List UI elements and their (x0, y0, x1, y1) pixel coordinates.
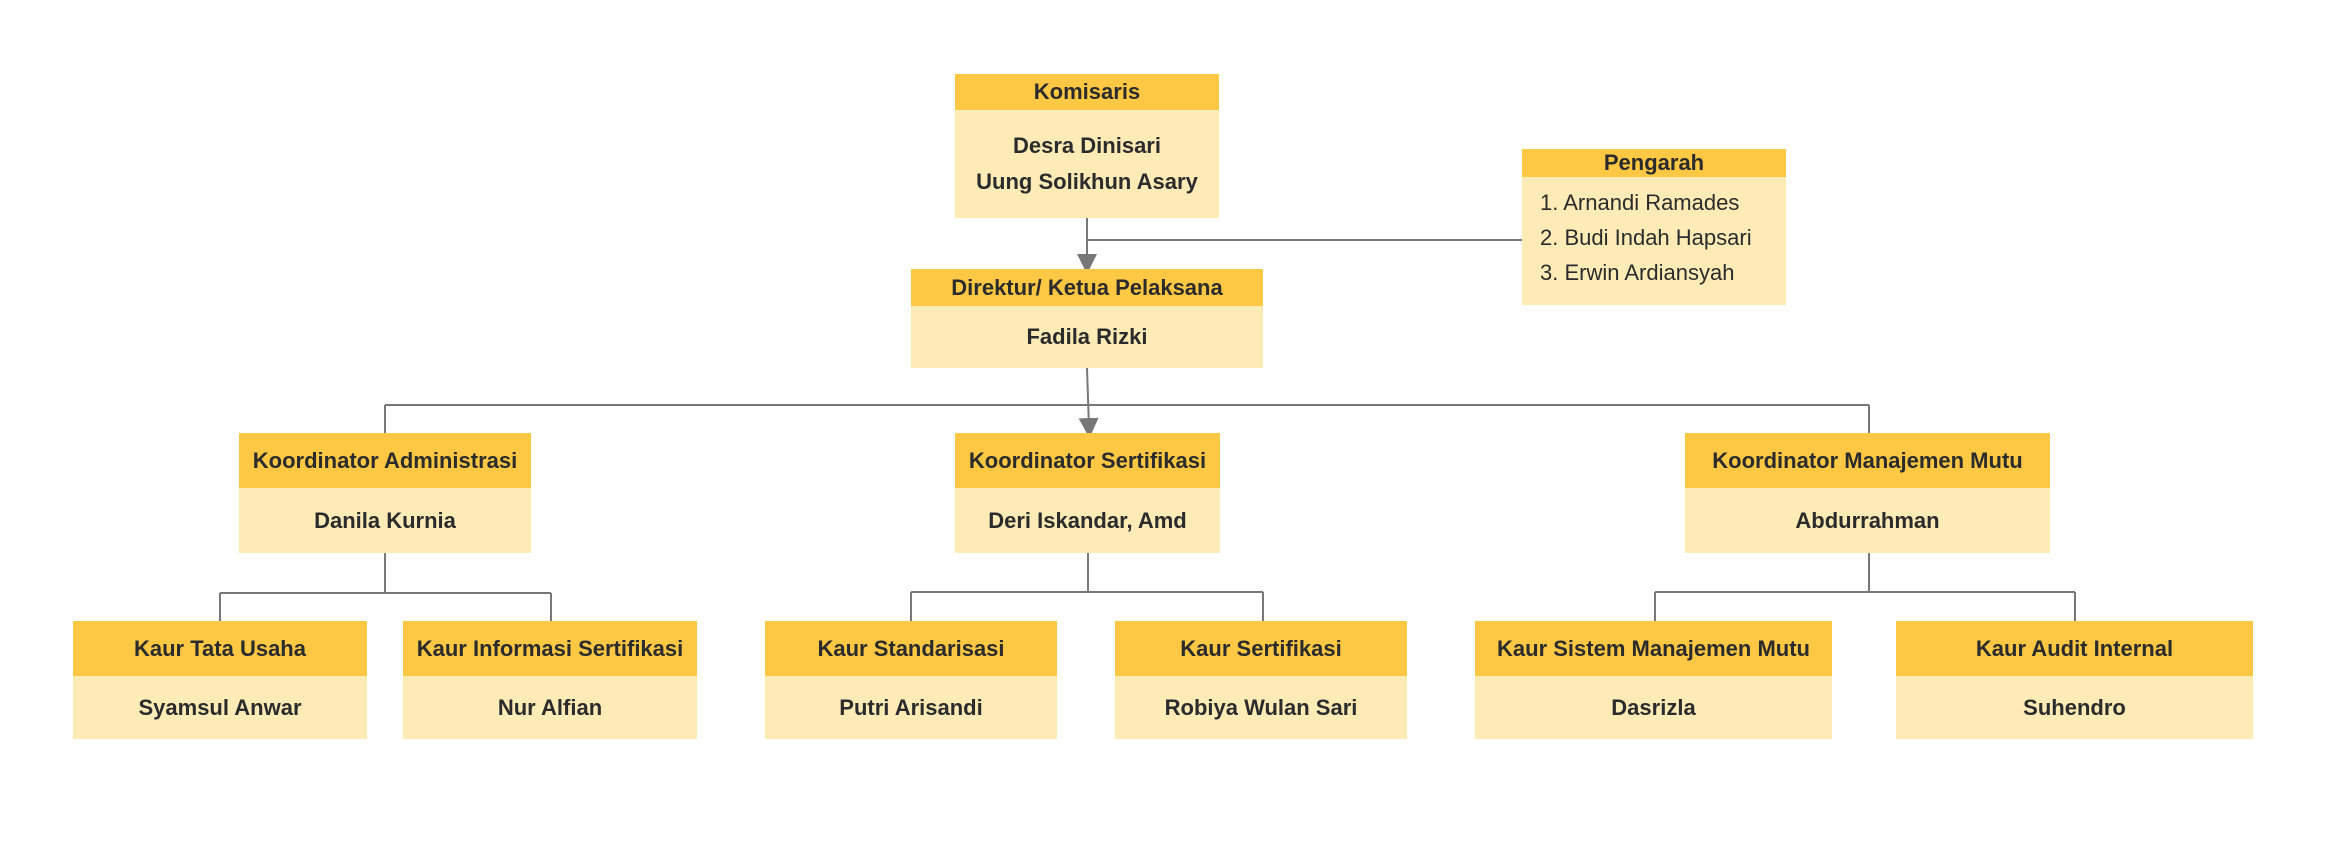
komisaris-name: Desra Dinisari (1013, 133, 1161, 158)
kaur-standarisasi-title: Kaur Standarisasi (765, 621, 1057, 676)
pengarah-title: Pengarah (1522, 149, 1786, 177)
pengarah-member: 3. Erwin Ardiansyah (1540, 260, 1735, 285)
direktur-name: Fadila Rizki (1026, 324, 1148, 349)
kaur-informasi-sertifikasi-title: Kaur Informasi Sertifikasi (403, 621, 697, 676)
kaur-tata-usaha-title: Kaur Tata Usaha (73, 621, 367, 676)
kaur-sistem-manajemen-mutu-name: Dasrizla (1611, 694, 1696, 720)
kaur-sertifikasi-name: Robiya Wulan Sari (1164, 694, 1358, 720)
komisaris-names: Desra Dinisari Uung Solikhun Asary (955, 110, 1219, 218)
kaur-audit-internal-box: Kaur Audit Internal Suhendro (1896, 621, 2253, 739)
pengarah-member: 2. Budi Indah Hapsari (1540, 225, 1752, 250)
koordinator-administrasi-name: Danila Kurnia (314, 507, 456, 533)
direktur-title: Direktur/ Ketua Pelaksana (911, 269, 1263, 306)
koordinator-administrasi-box: Koordinator Administrasi Danila Kurnia (239, 433, 531, 553)
koordinator-manajemen-mutu-box: Koordinator Manajemen Mutu Abdurrahman (1685, 433, 2050, 553)
line-direktur-koordinator (1078, 367, 1099, 438)
kaur-standarisasi-name: Putri Arisandi (839, 694, 983, 720)
kaur-sistem-manajemen-mutu-box: Kaur Sistem Manajemen Mutu Dasrizla (1475, 621, 1832, 739)
koordinator-administrasi-title: Koordinator Administrasi (239, 433, 531, 488)
kaur-sertifikasi-box: Kaur Sertifikasi Robiya Wulan Sari (1115, 621, 1407, 739)
koordinator-manajemen-mutu-title: Koordinator Manajemen Mutu (1685, 433, 2050, 488)
koordinator-manajemen-mutu-name: Abdurrahman (1795, 507, 1940, 533)
kaur-informasi-sertifikasi-name: Nur Alfian (497, 694, 603, 720)
pengarah-member-list: 1. Arnandi Ramades 2. Budi Indah Hapsari… (1522, 177, 1786, 290)
kaur-sertifikasi-title: Kaur Sertifikasi (1115, 621, 1407, 676)
komisaris-title: Komisaris (955, 74, 1219, 110)
pengarah-box: Pengarah 1. Arnandi Ramades 2. Budi Inda… (1522, 149, 1786, 305)
koordinator-sertifikasi-box: Koordinator Sertifikasi Deri Iskandar, A… (955, 433, 1220, 553)
kaur-audit-internal-name: Suhendro (2023, 694, 2126, 720)
kaur-standarisasi-box: Kaur Standarisasi Putri Arisandi (765, 621, 1057, 739)
kaur-informasi-sertifikasi-box: Kaur Informasi Sertifikasi Nur Alfian (403, 621, 697, 739)
pengarah-member: 1. Arnandi Ramades (1540, 190, 1740, 215)
kaur-tata-usaha-name: Syamsul Anwar (138, 694, 302, 720)
koordinator-sertifikasi-name: Deri Iskandar, Amd (988, 507, 1187, 533)
kaur-sistem-manajemen-mutu-title: Kaur Sistem Manajemen Mutu (1475, 621, 1832, 676)
direktur-box: Direktur/ Ketua Pelaksana Fadila Rizki (911, 269, 1263, 368)
komisaris-name: Uung Solikhun Asary (976, 169, 1198, 194)
kaur-tata-usaha-box: Kaur Tata Usaha Syamsul Anwar (73, 621, 367, 739)
kaur-audit-internal-title: Kaur Audit Internal (1896, 621, 2253, 676)
koordinator-sertifikasi-title: Koordinator Sertifikasi (955, 433, 1220, 488)
komisaris-box: Komisaris Desra Dinisari Uung Solikhun A… (955, 74, 1219, 218)
